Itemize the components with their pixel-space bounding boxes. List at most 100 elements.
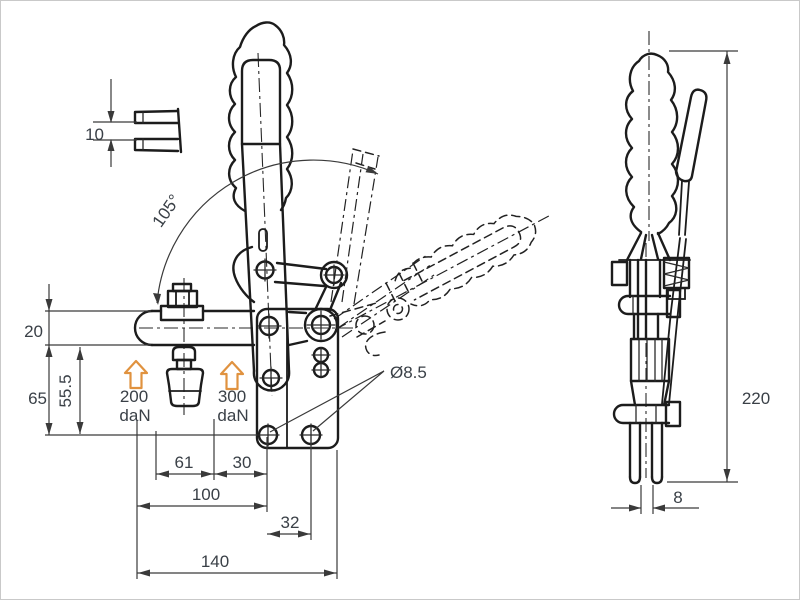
hole-leader-lines [269,370,385,433]
dim-32-arrow-left [268,530,280,538]
force-300-unit: daN [217,406,248,425]
side-u-bar-prongs [628,421,664,479]
handle-grip-outline [227,21,294,213]
side-trigger-lever [674,88,708,183]
side-neck [625,231,672,262]
handle-bar-edges [240,142,291,373]
handle-bar-lug [252,369,291,392]
clamp-arm-edges [150,309,309,347]
phantom-hook [364,331,386,357]
dim-220-arrow-bottom [723,469,731,481]
toggle-link [273,261,343,312]
side-lower-pin [612,403,671,425]
hole-diameter-callout: Ø8.5 [269,363,427,433]
dim-8-arrow-left [629,504,641,512]
angle-label: 105° [149,191,185,231]
hole-diameter-label: Ø8.5 [390,363,427,382]
handle-centerline [257,52,273,397]
spindle-block [159,304,205,322]
dim-30-label: 30 [233,453,252,472]
phantom-bar-ticks [385,262,423,302]
dim-10-arrow-up [107,139,115,151]
side-lower-pin-ticks [635,404,657,424]
side-dim-8: 8 [611,485,699,514]
phantom-grip-outline [394,214,537,307]
force-200-unit: daN [119,406,150,425]
base-plate [255,307,340,450]
side-left-tab [610,260,629,287]
force-200-value: 200 [120,387,148,406]
side-knurl-stripes [638,338,663,382]
force-300-value: 300 [218,387,246,406]
dim-65-arrow-bottom [45,423,53,435]
plate-hole-crosses [256,310,336,447]
phantom-arm-raised [330,149,379,305]
force-annotations: 200 daN 300 daN [119,359,249,425]
dim-61-label: 61 [175,453,194,472]
link-pivot-cross [323,264,345,286]
side-trigger-rod-upper [678,180,690,236]
phantom-pivot-circle [386,297,410,321]
front-left-dimensions: 20 65 55.5 [24,284,257,436]
dim-61-arrow-right [201,470,213,478]
handle-grip-core [240,58,282,146]
fork-back-edge [176,107,183,154]
dim-20-arrow-bottom [45,345,53,357]
phantom-arm-tip [352,148,380,170]
detail-view-fork: 10 [85,79,183,167]
dim-8-arrow-right [653,504,665,512]
locking-hook [232,245,256,304]
side-knurl-block [629,337,671,383]
side-spring-coils [663,261,690,287]
main-pivot-boss [303,307,339,343]
side-view: 220 8 [610,31,770,514]
side-upper-pin-block [665,288,682,319]
handle-bar-slot [258,228,268,252]
dim-61-arrow-left [157,470,169,478]
link-pivot-boss [319,260,349,290]
phantom-grip [334,213,553,331]
side-body-bars [628,258,662,341]
dim-55-arrow-bottom [76,422,84,434]
phantom-links [329,301,386,338]
spindle-nut-facets [175,290,190,308]
phantom-grip-centerline [334,213,553,331]
spindle-nut [166,289,199,309]
dim-32-arrow-right [298,530,310,538]
dim-220-label: 220 [742,389,770,408]
side-body-taper [629,379,671,407]
dim-8-extension-lines [640,485,654,514]
dim-55-arrow-top [76,348,84,360]
fork-lower-prong [133,137,180,153]
side-spring-housing [662,256,691,290]
side-dim-220: 220 [667,50,770,483]
dim-20-label: 20 [24,322,43,341]
dim-30-arrow-left [215,470,227,478]
dim-20-arrow-top [45,299,53,311]
dim-140-arrow-right [324,569,336,577]
side-upper-pin [617,294,672,316]
dim-8-label: 8 [673,488,682,507]
pressure-foot [165,367,205,408]
dim-10-label: 10 [85,125,104,144]
dim-55-label: 55.5 [56,374,75,407]
dim-100-label: 100 [192,485,220,504]
angle-arc-105 [156,159,379,304]
angle-arc-arrow-start [153,293,161,305]
fork-upper-prong [133,109,180,125]
phantom-open-position [329,148,553,357]
handle-hole-crosses [253,258,283,390]
side-prong-tips [628,475,664,485]
dim-140-arrow-left [138,569,150,577]
angle-arc-arrow-end [365,165,378,174]
phantom-roller [355,315,375,335]
side-grip-outline [624,52,680,236]
side-lower-pin-block [664,400,682,428]
phantom-pivot-hole [392,303,404,315]
dim-100-arrow-right [254,502,266,510]
front-bottom-dimensions: 61 30 100 32 140 [136,419,338,579]
force-arrow-200-icon [123,359,149,390]
clamp-arm-left-cap [133,309,154,347]
